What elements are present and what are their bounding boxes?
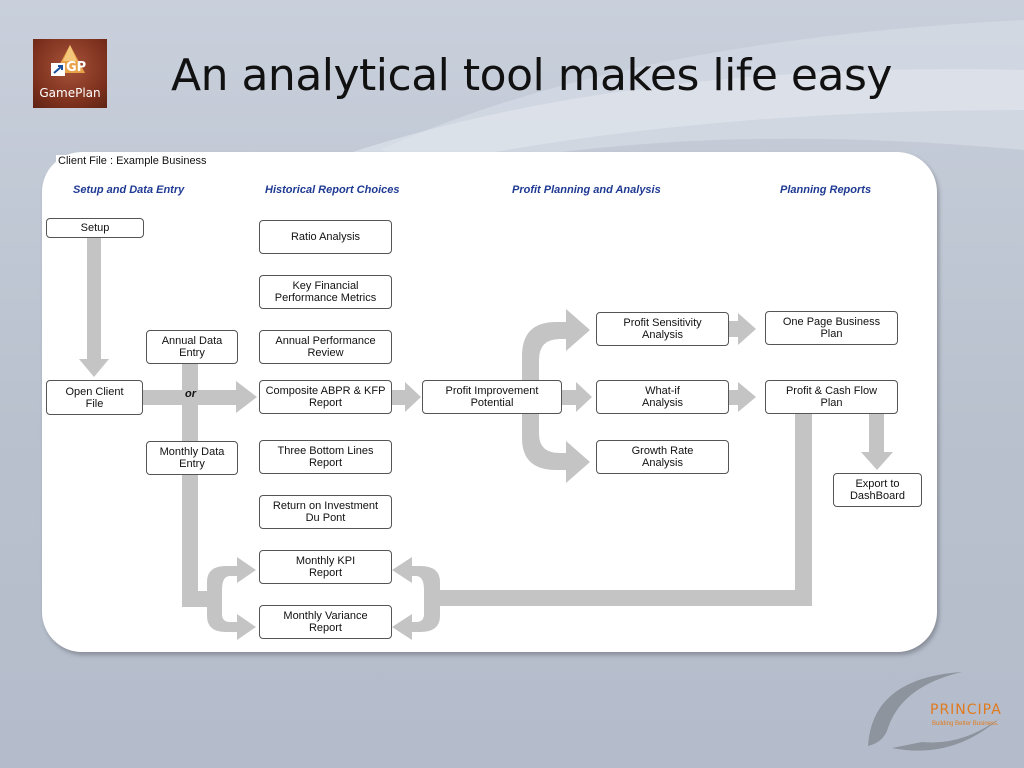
open-client-file-box[interactable]: Open Client File	[46, 380, 143, 415]
bar-data-entry	[182, 364, 198, 607]
principa-logo: PRINCIPA Building Better Business.	[862, 668, 1012, 758]
section-planning-heading: Planning Reports	[780, 184, 872, 196]
profit-sensitivity-box[interactable]: Profit Sensitivity Analysis	[596, 312, 729, 346]
principa-name: PRINCIPA	[930, 702, 1002, 718]
arrow-cashflow-to-export	[861, 414, 893, 470]
composite-report-box[interactable]: Composite ABPR & KFP Report	[259, 380, 392, 414]
key-financial-metrics-box[interactable]: Key Financial Performance Metrics	[259, 275, 392, 309]
ratio-analysis-box[interactable]: Ratio Analysis	[259, 220, 392, 254]
client-file-label: Client File : Example Business	[56, 155, 209, 167]
gameplan-logo-label: GamePlan	[39, 86, 101, 100]
section-profit-heading: Profit Planning and Analysis	[512, 184, 661, 196]
section-historical-heading: Historical Report Choices	[265, 184, 400, 196]
arrow-setup-to-open	[79, 238, 109, 377]
what-if-analysis-box[interactable]: What-if Analysis	[596, 380, 729, 414]
gameplan-badge-text: GP	[66, 60, 87, 75]
annual-performance-review-box[interactable]: Annual Performance Review	[259, 330, 392, 364]
one-page-business-plan-box[interactable]: One Page Business Plan	[765, 311, 898, 345]
or-label: or	[185, 388, 196, 400]
monthly-variance-report-box[interactable]: Monthly Variance Report	[259, 605, 392, 639]
arrow-whatif-to-cashflow	[729, 382, 756, 412]
slide-title: An analytical tool makes life easy	[171, 50, 892, 101]
curly-right	[392, 557, 440, 640]
profit-cash-flow-plan-box[interactable]: Profit & Cash Flow Plan	[765, 380, 898, 414]
principa-swoosh-icon	[868, 672, 1000, 751]
profit-improvement-box[interactable]: Profit Improvement Potential	[422, 380, 562, 414]
gameplan-triangle-icon	[51, 45, 85, 76]
growth-rate-analysis-box[interactable]: Growth Rate Analysis	[596, 440, 729, 474]
section-setup-heading: Setup and Data Entry	[73, 184, 185, 196]
setup-box[interactable]: Setup	[46, 218, 144, 238]
roi-du-pont-box[interactable]: Return on Investment Du Pont	[259, 495, 392, 529]
curly-splitter	[522, 309, 590, 483]
arrow-composite-to-profit	[391, 382, 421, 412]
gameplan-logo: GP GamePlan	[33, 39, 107, 108]
annual-data-entry-box[interactable]: Annual Data Entry	[146, 330, 238, 364]
monthly-data-entry-box[interactable]: Monthly Data Entry	[146, 441, 238, 475]
arrow-open-to-composite	[142, 381, 257, 413]
curly-left	[207, 557, 256, 640]
export-dashboard-box[interactable]: Export to DashBoard	[833, 473, 922, 507]
three-bottom-lines-box[interactable]: Three Bottom Lines Report	[259, 440, 392, 474]
monthly-kpi-report-box[interactable]: Monthly KPI Report	[259, 550, 392, 584]
arrow-sensitivity-to-onepage	[729, 313, 756, 345]
bar-data-entry-bottom	[182, 591, 214, 607]
arrow-profit-to-whatif	[562, 382, 592, 412]
principa-tagline: Building Better Business.	[932, 721, 999, 727]
